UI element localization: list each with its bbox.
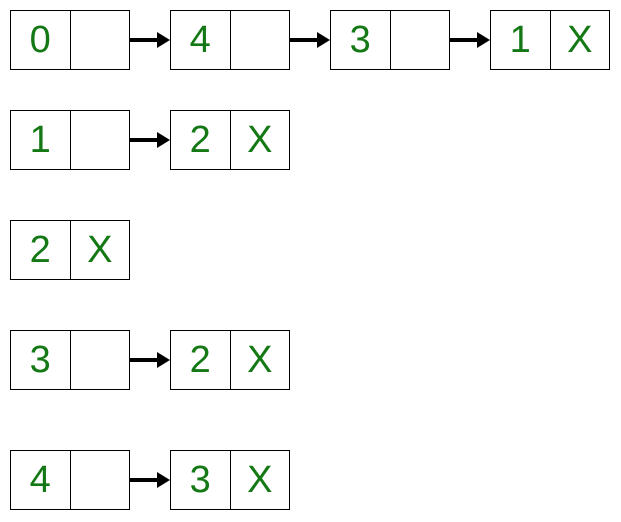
list-node: 4 [10,450,130,510]
node-next-cell [71,111,130,169]
node-data-cell: 2 [171,331,231,389]
next-pointer-arrow-icon [130,132,170,148]
list-node: 3 X [170,450,290,510]
adjacency-list-row: 4 3 X [0,450,621,510]
list-node: 2 X [10,220,130,280]
next-pointer-arrow-icon [290,32,330,48]
adjacency-list-row: 0 4 3 1 X [0,10,621,70]
node-data-cell: 1 [491,11,551,69]
node-data-cell: 3 [11,331,71,389]
node-data-cell: 0 [11,11,71,69]
next-pointer-arrow-icon [130,352,170,368]
node-data-cell: 3 [171,451,231,509]
node-data-cell: 2 [171,111,231,169]
adjacency-list-row: 3 2 X [0,330,621,390]
node-data-cell: 4 [11,451,71,509]
node-next-cell: X [247,339,273,381]
list-node: 0 [10,10,130,70]
list-node: 3 [330,10,450,70]
node-next-cell: X [247,459,273,501]
list-node: 2 X [170,330,290,390]
node-next-cell [391,11,450,69]
next-pointer-arrow-icon [450,32,490,48]
node-data-cell: 4 [171,11,231,69]
list-node: 4 [170,10,290,70]
node-next-cell [71,331,130,389]
list-node: 1 [10,110,130,170]
adjacency-list-row: 2 X [0,220,621,280]
next-pointer-arrow-icon [130,472,170,488]
node-next-cell: X [567,19,593,61]
adjacency-list-row: 1 2 X [0,110,621,170]
node-next-cell [71,11,130,69]
list-node: 1 X [490,10,610,70]
node-next-cell: X [247,119,273,161]
node-next-cell [71,451,130,509]
list-node: 2 X [170,110,290,170]
node-data-cell: 3 [331,11,391,69]
node-next-cell [231,11,290,69]
next-pointer-arrow-icon [130,32,170,48]
list-node: 3 [10,330,130,390]
node-data-cell: 2 [11,221,71,279]
node-data-cell: 1 [11,111,71,169]
node-next-cell: X [87,229,113,271]
